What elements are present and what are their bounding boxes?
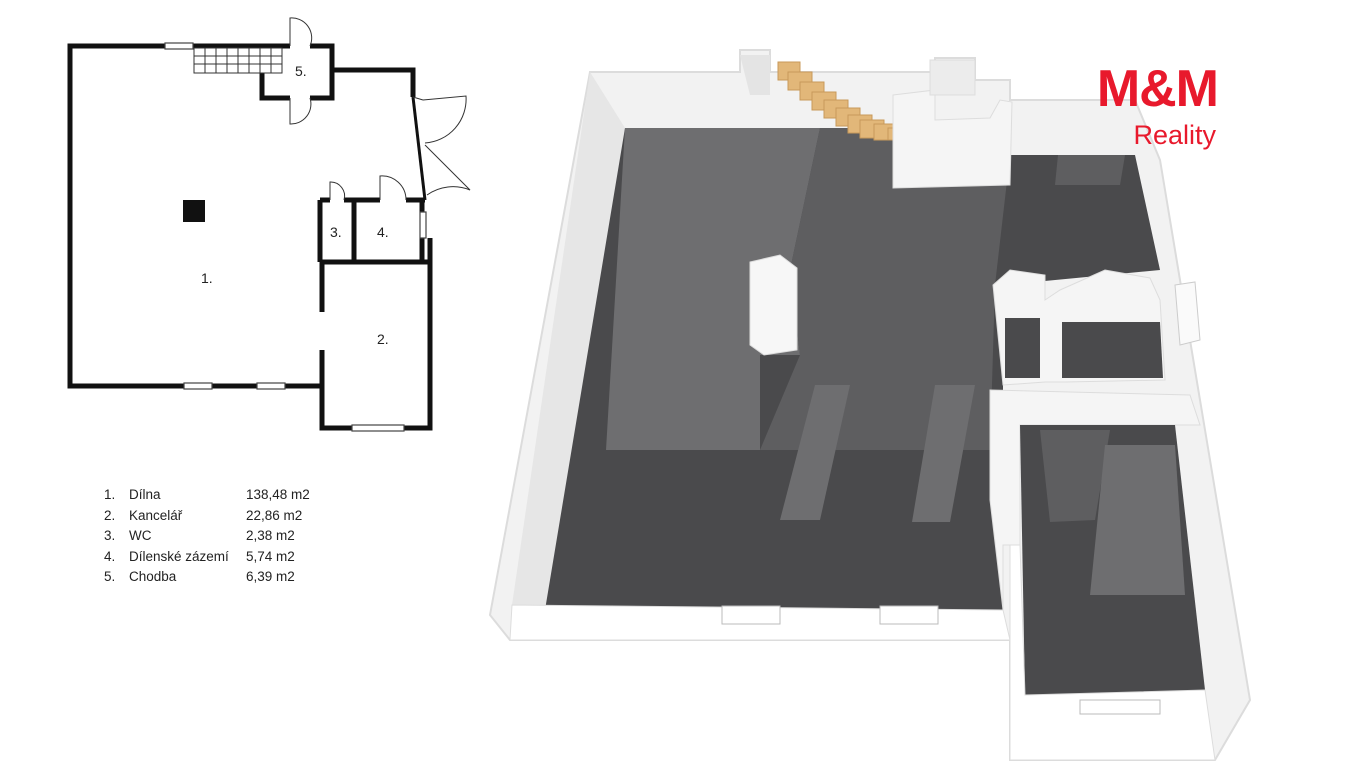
room-legend: 1. Dílna 138,48 m2 2. Kancelář 22,86 m2 … bbox=[104, 485, 310, 588]
logo-sub: Reality bbox=[1133, 120, 1216, 150]
room-label-3: 3. bbox=[330, 224, 342, 240]
plan-door bbox=[289, 17, 313, 47]
floor-wc-3d bbox=[1005, 318, 1040, 378]
legend-row: 1. Dílna 138,48 m2 bbox=[104, 487, 310, 502]
column-3d bbox=[749, 254, 798, 356]
plan-column bbox=[183, 200, 205, 222]
legend-row: 2. Kancelář 22,86 m2 bbox=[104, 507, 303, 523]
plan-window bbox=[164, 42, 194, 50]
mm-reality-logo: M&M Reality bbox=[1058, 60, 1219, 150]
room-label-5: 5. bbox=[295, 63, 307, 79]
floor-zazemi-3d bbox=[1062, 322, 1163, 378]
legend-row: 5. Chodba 6,39 m2 bbox=[104, 569, 295, 584]
room-label-2: 2. bbox=[377, 331, 389, 347]
floor-plan-2d: 1. 2. 3. 4. 5. bbox=[67, 17, 471, 432]
plan-stairs bbox=[193, 47, 283, 74]
logo-main: M&M bbox=[1096, 60, 1219, 118]
plan-wall-outer bbox=[67, 43, 433, 431]
stairs-3d bbox=[777, 61, 916, 141]
room-label-1: 1. bbox=[201, 270, 213, 286]
legend-row: 4. Dílenské zázemí 5,74 m2 bbox=[104, 548, 295, 564]
legend-row: 3. WC 2,38 m2 bbox=[104, 528, 295, 543]
room-label-4: 4. bbox=[377, 224, 389, 240]
